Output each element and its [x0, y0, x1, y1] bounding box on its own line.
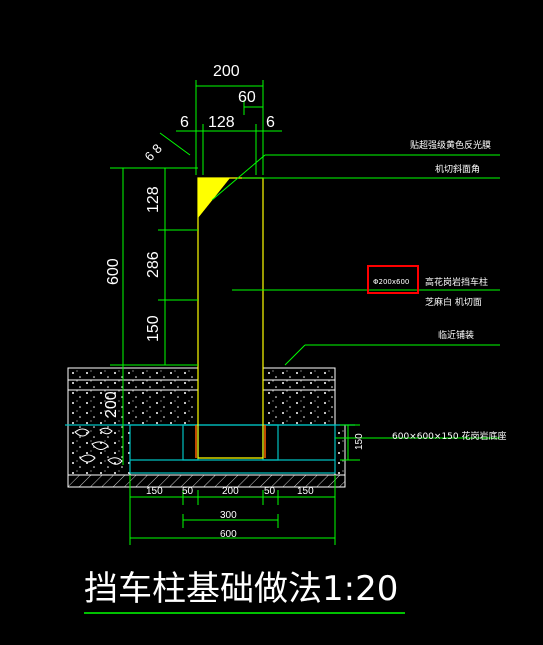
dim-right-gap: 60	[238, 89, 256, 106]
note-finish: 芝麻白 机切面	[425, 296, 482, 308]
note-reflector: 贴超强级黄色反光膜	[410, 139, 491, 151]
dim-base-height: 150	[354, 433, 365, 450]
dim-chamfer: 6 8	[142, 141, 165, 164]
drawing-title: 挡车柱基础做法1:20	[84, 569, 398, 609]
rebar-marks	[195, 425, 266, 458]
dim-bottom-inner: 300	[220, 510, 237, 521]
dim-right-edge: 6	[266, 114, 275, 131]
concrete-base	[65, 424, 355, 474]
dim-bottom-4: 50	[264, 486, 276, 497]
dim-low-height: 150	[145, 315, 162, 342]
note-size: Φ200x600	[373, 278, 409, 286]
leader-lines	[211, 154, 500, 439]
note-pavement: 临近铺装	[438, 329, 474, 341]
dim-below-height: 200	[103, 391, 120, 418]
dim-bottom-1: 150	[146, 486, 163, 497]
dim-bottom-2: 50	[182, 486, 194, 497]
dim-top-height: 128	[145, 186, 162, 213]
dim-total-height: 600	[105, 258, 122, 285]
pavement-layers	[67, 367, 346, 488]
dim-left-edge: 6	[180, 114, 189, 131]
dim-mid-height: 286	[145, 251, 162, 278]
dim-bottom-overall: 600	[220, 529, 237, 540]
note-post: 高花岗岩挡车柱	[425, 276, 488, 288]
note-footing: 600×600×150 花岗岩底座	[392, 430, 506, 442]
dim-bottom-3: 200	[222, 486, 239, 497]
dimension-lines	[110, 80, 360, 545]
dim-bottom-5: 150	[297, 486, 314, 497]
dim-overall-width: 200	[213, 63, 240, 80]
note-chamfer: 机切斜面角	[435, 163, 480, 175]
bollard-post	[197, 177, 264, 459]
dim-center: 128	[208, 114, 235, 131]
size-highlight-box	[367, 265, 419, 294]
